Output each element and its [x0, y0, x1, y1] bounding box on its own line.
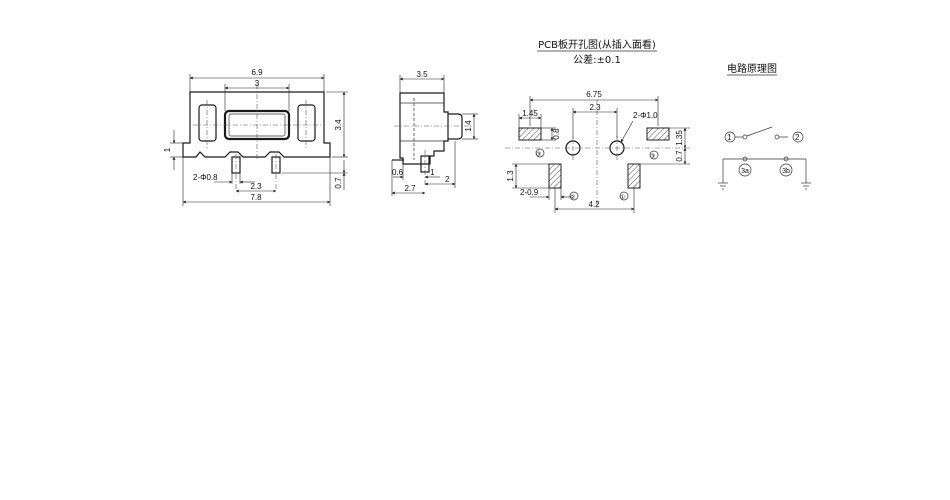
pcb-title: PCB板开孔图(从插入面看)	[538, 38, 656, 51]
front-view: 6.9 3 3.4 1 0.7 2-Φ0.8 2.3 7.8	[163, 68, 348, 206]
dim-pin-pitch: 2.3	[250, 182, 262, 191]
circuit-terminal-2-label: 2	[795, 133, 800, 142]
pcb-dim-hole-pitch: 2.3	[589, 103, 601, 112]
circuit-terminal-3b-label: 3b	[782, 168, 790, 175]
pcb-pad-left	[518, 127, 542, 141]
dim-width-top: 6.9	[251, 68, 263, 77]
pcb-dim-pad-offset: 1.35	[675, 130, 684, 146]
pcb-pad-right	[646, 127, 670, 141]
dim-foot-height: 1	[163, 147, 172, 152]
pcb-dim-pad-height: 0.8	[552, 128, 561, 140]
dim-inner-width: 3	[255, 79, 260, 88]
dim-0-6: 0.6	[392, 168, 404, 177]
pcb-pad-lower-right	[627, 163, 641, 189]
pcb-dim-pad-width: 1.45	[522, 109, 538, 118]
dim-pin-length: 0.7	[334, 177, 343, 189]
pcb-pad-lower-left	[548, 163, 562, 189]
circuit-terminal-1-label: 1	[727, 133, 732, 142]
dim-height: 3.4	[334, 119, 343, 131]
pcb-dim-lower-pad-spec: 2-0.9	[520, 188, 539, 197]
circuit-terminal-3b	[779, 163, 793, 177]
pcb-dim-overall-width: 6.75	[586, 90, 602, 99]
pcb-pin-label-3-right: ③	[650, 153, 655, 160]
circuit-terminal-3a	[738, 163, 752, 177]
pcb-pin-label-3-left: ③	[536, 151, 541, 158]
circuit-title: 电路原理图	[727, 62, 777, 75]
pcb-dim-lower-pad-pitch: 4.2	[588, 200, 600, 209]
dim-depth: 3.5	[416, 70, 428, 79]
pcb-pin-label-1: ①	[620, 194, 625, 201]
circuit-diagram: 电路原理图 1 2 3a 3b	[718, 62, 811, 190]
dim-2-7: 2.7	[404, 184, 416, 193]
circuit-terminal-2	[792, 131, 804, 143]
side-view: 3.5 1.4 0.6 1 2 2.7	[391, 70, 478, 196]
dim-pin-spec: 2-Φ0.8	[193, 173, 218, 182]
dim-2: 2	[445, 175, 450, 184]
pcb-dim-lower-pad-height: 1.3	[506, 170, 515, 182]
dim-1: 1	[430, 168, 435, 177]
dim-actuator-height: 1.4	[464, 120, 473, 132]
pcb-dim-hole-spec: 2-Φ1.0	[633, 111, 658, 120]
pcb-layout: PCB板开孔图(从插入面看) 公差:±0.1 ③ ② ③ ① 6.75	[505, 38, 690, 213]
pcb-dim-pad-offset-small: 0.7	[675, 150, 684, 162]
dim-total-width: 7.8	[250, 193, 262, 202]
pcb-tolerance: 公差:±0.1	[573, 53, 621, 66]
circuit-terminal-3a-label: 3a	[741, 168, 749, 175]
pcb-pin-label-2: ②	[570, 194, 575, 201]
